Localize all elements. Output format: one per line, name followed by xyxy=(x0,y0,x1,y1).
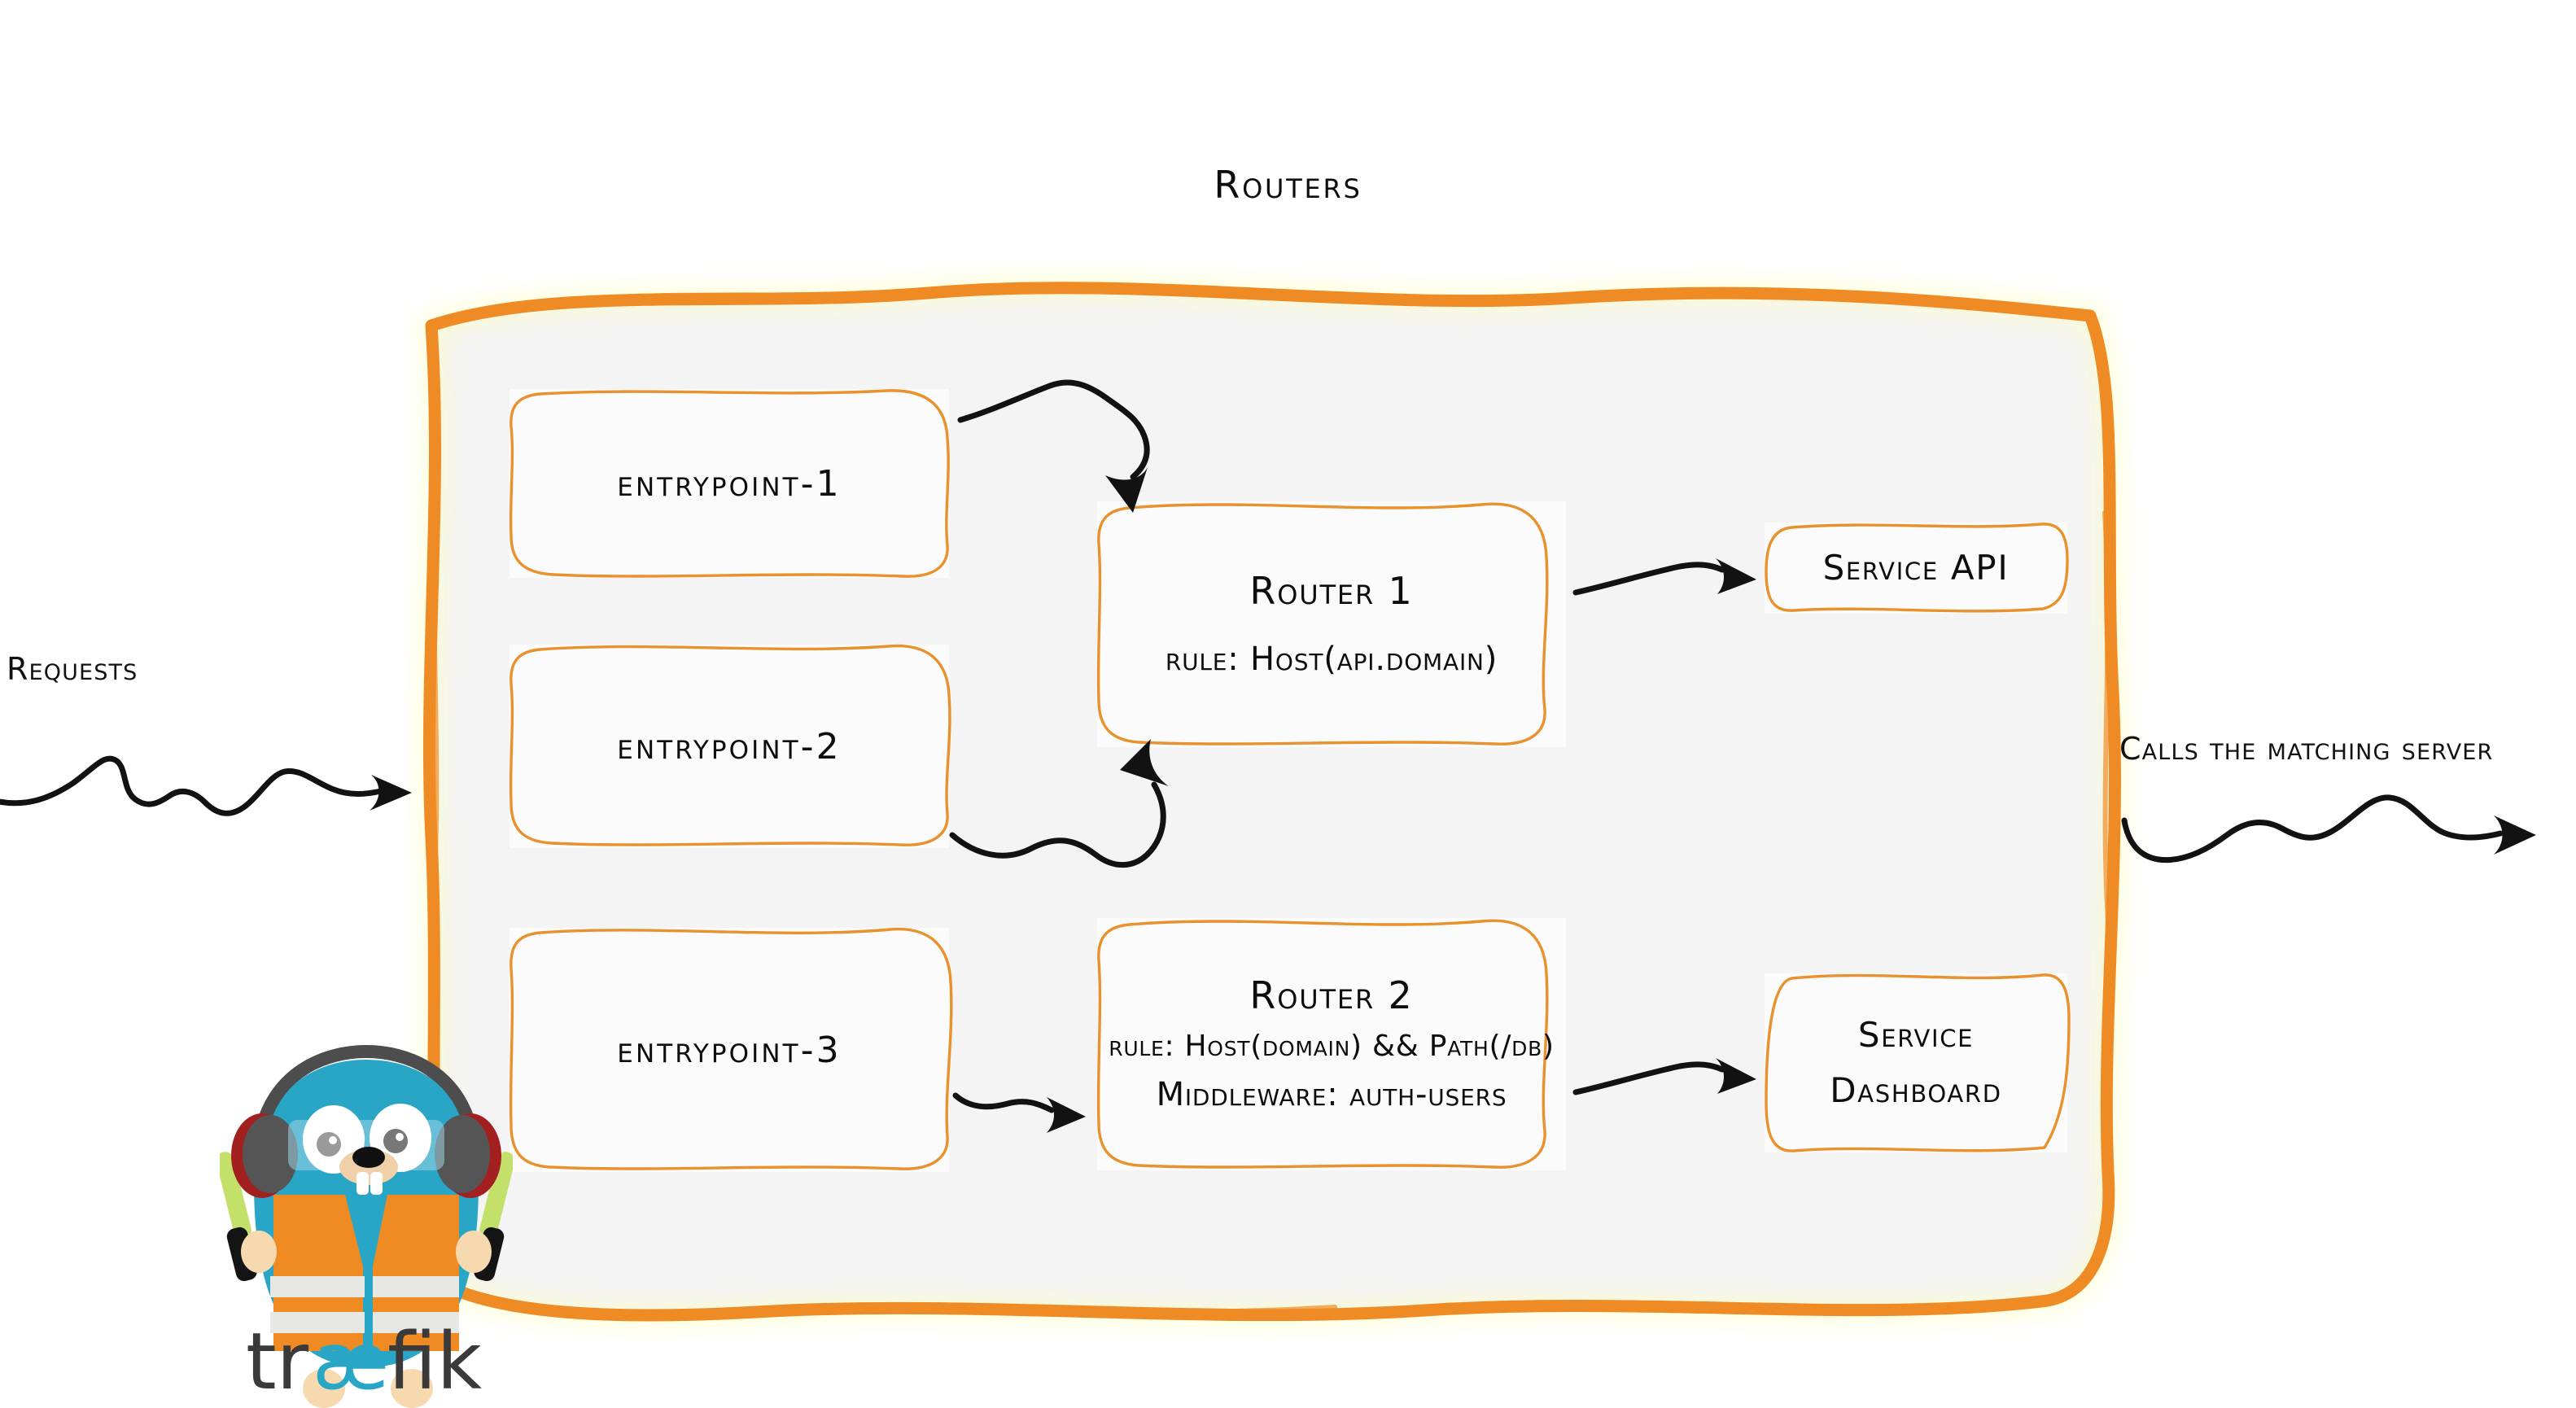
router-title-2: Router 2 xyxy=(1249,973,1414,1017)
container-border-sketch-bottom xyxy=(698,1305,1337,1316)
service-box-api[interactable]: Service API xyxy=(1765,523,2069,614)
headphone-band xyxy=(257,1044,475,1128)
traefik-gopher-mascot xyxy=(220,1044,513,1408)
entrypoint-label-2: entrypoint-2 xyxy=(617,725,842,767)
router-box-2[interactable]: Router 2 rule: Host(domain) && Path(/db)… xyxy=(1096,918,1566,1170)
calls-matching-server-label: Calls the matching server xyxy=(2119,731,2494,767)
gopher-foot-left xyxy=(303,1369,345,1408)
service-label-api: Service API xyxy=(1822,548,2010,588)
service-label-dashboard-line1: Service xyxy=(1857,1015,1975,1056)
gopher-hand-left xyxy=(241,1231,277,1273)
traefik-wordmark-pre: tr xyxy=(246,1320,309,1407)
gopher-foot-right xyxy=(391,1369,433,1408)
gopher-tooth-left xyxy=(356,1172,369,1195)
gopher-nose xyxy=(352,1147,385,1168)
router-title-1: Router 1 xyxy=(1249,568,1414,613)
router-middleware-2: Middleware: auth-users xyxy=(1156,1076,1507,1114)
entrypoint-box-1[interactable]: entrypoint-1 xyxy=(509,389,950,578)
container-border-sketch-left xyxy=(431,461,440,906)
entrypoint-box-2[interactable]: entrypoint-2 xyxy=(509,644,951,848)
headphone-cup-left xyxy=(231,1113,298,1198)
arrow-requests-in xyxy=(0,755,412,816)
gopher-hand-right xyxy=(456,1231,492,1273)
traefik-wordmark-post: fik xyxy=(387,1320,482,1407)
gopher-tooth-right xyxy=(370,1172,383,1195)
arrow-calls-out xyxy=(2121,794,2536,864)
headphone-cup-right xyxy=(435,1113,501,1198)
traefik-wordmark-ligature: æ xyxy=(313,1320,389,1407)
entrypoint-box-3[interactable]: entrypoint-3 xyxy=(509,927,953,1172)
router-rule-2: rule: Host(domain) && Path(/db) xyxy=(1109,1029,1555,1063)
entrypoint-label-3: entrypoint-3 xyxy=(617,1029,842,1071)
router-box-1[interactable]: Router 1 rule: Host(api.domain) xyxy=(1096,501,1566,747)
router-box-1-frame xyxy=(1096,502,1549,746)
container-border-sketch-right xyxy=(2102,510,2110,922)
entrypoint-label-1: entrypoint-1 xyxy=(617,462,842,505)
service-box-dashboard[interactable]: Service Dashboard xyxy=(1765,973,2071,1152)
page-title: Routers xyxy=(1214,163,1362,207)
router-rule-1: rule: Host(api.domain) xyxy=(1165,641,1498,679)
service-label-dashboard-line2: Dashboard xyxy=(1830,1070,2002,1110)
requests-label: Requests xyxy=(7,651,138,687)
safety-vest xyxy=(270,1195,459,1351)
traefik-wordmark: tr æ fik xyxy=(246,1320,482,1407)
service-box-dashboard-frame xyxy=(1765,973,2071,1152)
container-border-sketch-top xyxy=(461,286,980,319)
